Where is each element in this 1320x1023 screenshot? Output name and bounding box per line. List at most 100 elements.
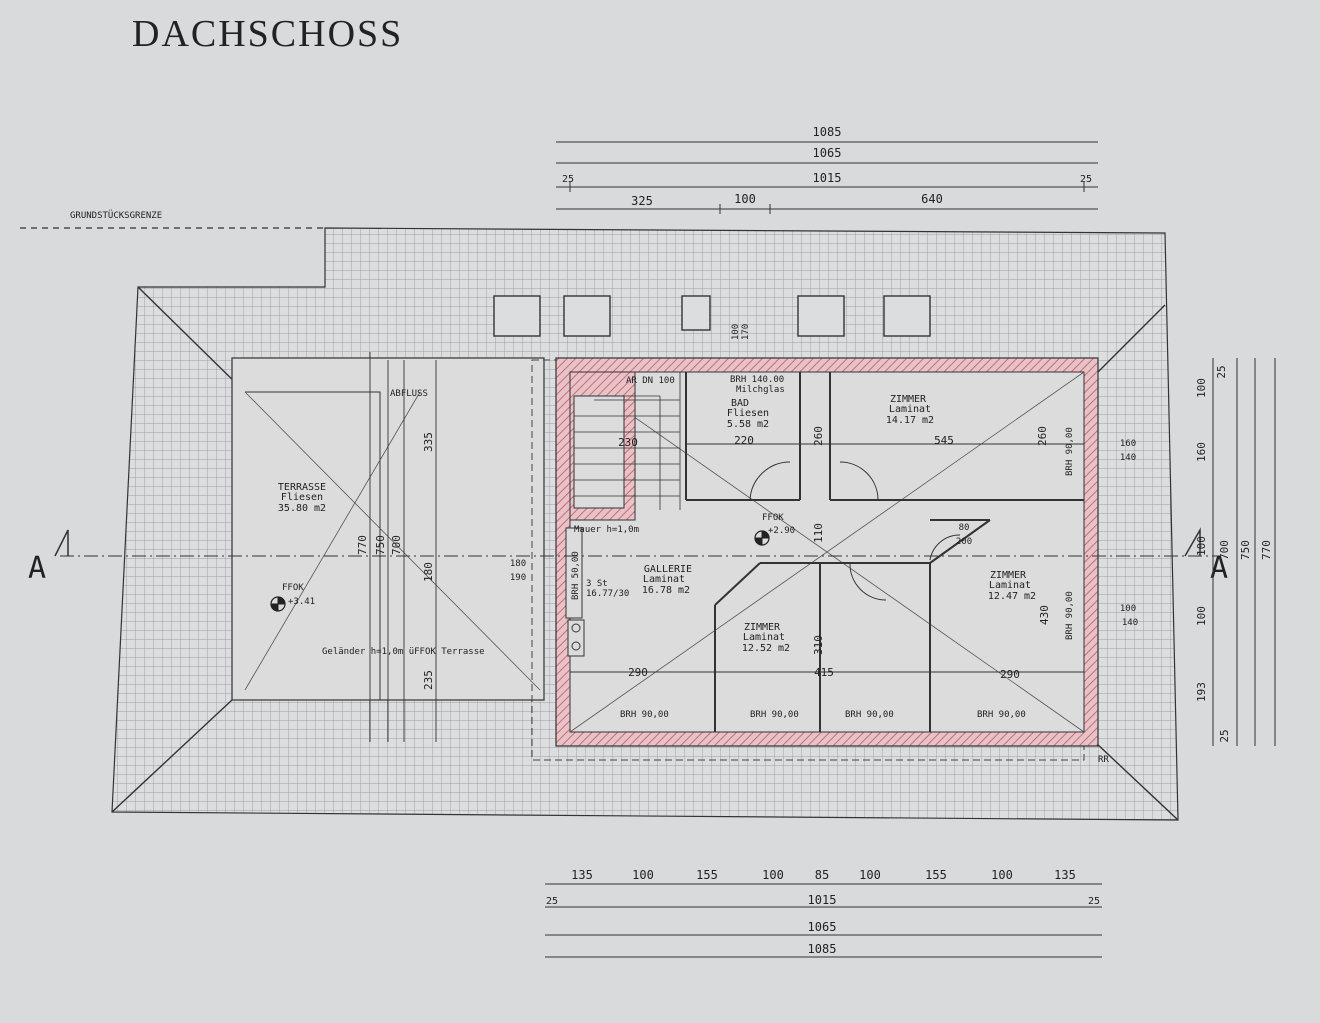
brh-stair: BRH 50,00 <box>571 551 581 600</box>
dim-100-top: 100 <box>731 324 741 340</box>
page-title: DACHSCHOSS <box>132 13 404 55</box>
dimensions-bottom <box>545 883 1102 958</box>
inner-dimension-lines <box>369 352 1084 742</box>
dim-180-b: 180 <box>422 562 435 582</box>
dim-140-b: 140 <box>1122 618 1138 628</box>
dim-290-a: 290 <box>628 666 648 679</box>
dimensions-top <box>556 141 1098 214</box>
dim-bottom-seg-5: 85 <box>815 868 829 882</box>
dim-right-chain-2: 100 <box>1195 378 1208 398</box>
dim-right-inner-mid: 700 <box>1218 540 1231 560</box>
dim-top-seg-2: 100 <box>734 192 756 206</box>
room-zimmer-se-area: 12.47 m2 <box>988 591 1036 602</box>
dim-right-chain-3: 160 <box>1195 442 1208 462</box>
dim-right-chain-4: 100 <box>1195 536 1208 556</box>
room-zimmer-s-name: ZIMMER <box>744 622 781 633</box>
exterior-walls <box>555 357 1099 747</box>
room-labels: TERRASSE Fliesen 35.80 m2 BAD Fliesen 5.… <box>278 394 1036 654</box>
dim-430: 430 <box>1038 605 1051 625</box>
room-bad-name: BAD <box>731 398 749 409</box>
dim-bottom-total-mid: 1065 <box>808 920 837 934</box>
milchglas-label: Milchglas <box>736 385 785 395</box>
dim-160: 160 <box>1120 439 1136 449</box>
dimension-labels-bottom: 135 100 155 100 85 100 155 100 135 25 25… <box>546 868 1100 956</box>
brh-bottom-4: BRH 90,00 <box>977 710 1026 720</box>
stairs-ratio-label: 16.77/30 <box>586 589 629 599</box>
dim-bottom-seg-8: 100 <box>991 868 1013 882</box>
dim-bottom-seg-7: 155 <box>925 868 947 882</box>
dim-bottom-total-outer: 1085 <box>808 942 837 956</box>
dim-190: 190 <box>510 573 526 583</box>
rr-label: RR <box>1098 755 1109 765</box>
section-marker-left: A <box>28 551 46 586</box>
dim-100-a: 100 <box>1120 604 1136 614</box>
ffok-gallerie-label: FFOK <box>762 513 784 523</box>
room-zimmer-ne-area: 14.17 m2 <box>886 415 934 426</box>
dim-bottom-edge-right: 25 <box>1088 896 1100 907</box>
ar-dn-label: AR DN 100 <box>626 376 675 386</box>
dim-170-top: 170 <box>741 324 751 340</box>
dimension-labels-top: 1085 1065 1015 25 25 325 100 640 <box>562 125 1092 208</box>
brh-bottom-2: BRH 90,00 <box>750 710 799 720</box>
dim-right-total-outer: 770 <box>1260 540 1273 560</box>
abfluss-label: ABFLUSS <box>390 389 428 399</box>
dim-bottom-seg-6: 100 <box>859 868 881 882</box>
dim-top-edge-left: 25 <box>562 174 574 185</box>
brh-right-2: BRH 90,00 <box>1065 591 1075 640</box>
dim-260-b: 260 <box>1036 426 1049 446</box>
dim-770: 770 <box>356 535 369 555</box>
dim-top-total-outer: 1085 <box>813 125 842 139</box>
section-line: A A <box>28 527 1228 586</box>
dim-bottom-edge-left: 25 <box>546 896 558 907</box>
property-boundary: GRUNDSTÜCKSGRENZE <box>20 210 325 229</box>
section-marker-right: A <box>1210 551 1228 586</box>
room-terrasse-area: 35.80 m2 <box>278 503 326 514</box>
dim-750: 750 <box>374 535 387 555</box>
ffok-terrasse-value: +3.41 <box>288 597 315 607</box>
level-markers <box>270 530 770 612</box>
dim-335: 335 <box>422 432 435 452</box>
dim-right-chain-5: 100 <box>1195 606 1208 626</box>
dim-top-seg-1: 325 <box>631 194 653 208</box>
dim-310: 310 <box>812 635 825 655</box>
dim-80: 80 <box>959 523 970 533</box>
roof-windows <box>493 295 931 337</box>
dim-415: 415 <box>814 666 834 679</box>
dim-right-chain-1: 25 <box>1215 365 1228 378</box>
room-terrasse-floor: Fliesen <box>281 492 323 503</box>
dimensions-right <box>1212 358 1276 746</box>
room-bad-area: 5.58 m2 <box>727 419 769 430</box>
room-zimmer-ne-floor: Laminat <box>889 404 931 415</box>
gelaender-label: Geländer h=1,0m üFFOK Terrasse <box>322 647 485 657</box>
room-gallerie-floor: Laminat <box>643 574 685 585</box>
stairs-count-label: 3 St <box>586 579 608 589</box>
dim-top-seg-3: 640 <box>921 192 943 206</box>
dim-700: 700 <box>390 535 403 555</box>
dim-110: 110 <box>812 523 825 543</box>
ffok-gallerie-value: +2.90 <box>768 526 795 536</box>
dim-230: 230 <box>618 436 638 449</box>
dim-top-total-inner: 1015 <box>813 171 842 185</box>
room-gallerie-name: GALLERIE <box>644 564 692 575</box>
room-gallerie-area: 16.78 m2 <box>642 585 690 596</box>
brh-bottom-3: BRH 90,00 <box>845 710 894 720</box>
room-zimmer-se-name: ZIMMER <box>990 570 1027 581</box>
brh-right-1: BRH 90,00 <box>1065 427 1075 476</box>
room-bad-floor: Fliesen <box>727 408 769 419</box>
dim-right-total-inner: 750 <box>1239 540 1252 560</box>
room-zimmer-ne-name: ZIMMER <box>890 394 927 405</box>
dim-bottom-seg-3: 155 <box>696 868 718 882</box>
dim-545: 545 <box>934 434 954 447</box>
dim-bottom-seg-1: 135 <box>571 868 593 882</box>
room-zimmer-se-floor: Laminat <box>989 580 1031 591</box>
brh-milchglas-label: BRH 140.00 <box>730 375 784 385</box>
dim-bottom-seg-9: 135 <box>1054 868 1076 882</box>
room-terrasse-name: TERRASSE <box>278 482 326 493</box>
dimension-labels-right: 25 100 160 100 100 193 25 750 770 700 <box>1195 365 1273 742</box>
boundary-label: GRUNDSTÜCKSGRENZE <box>70 210 162 221</box>
interior-walls <box>685 372 1084 732</box>
dim-right-chain-7: 25 <box>1218 729 1231 742</box>
room-zimmer-s-floor: Laminat <box>743 632 785 643</box>
